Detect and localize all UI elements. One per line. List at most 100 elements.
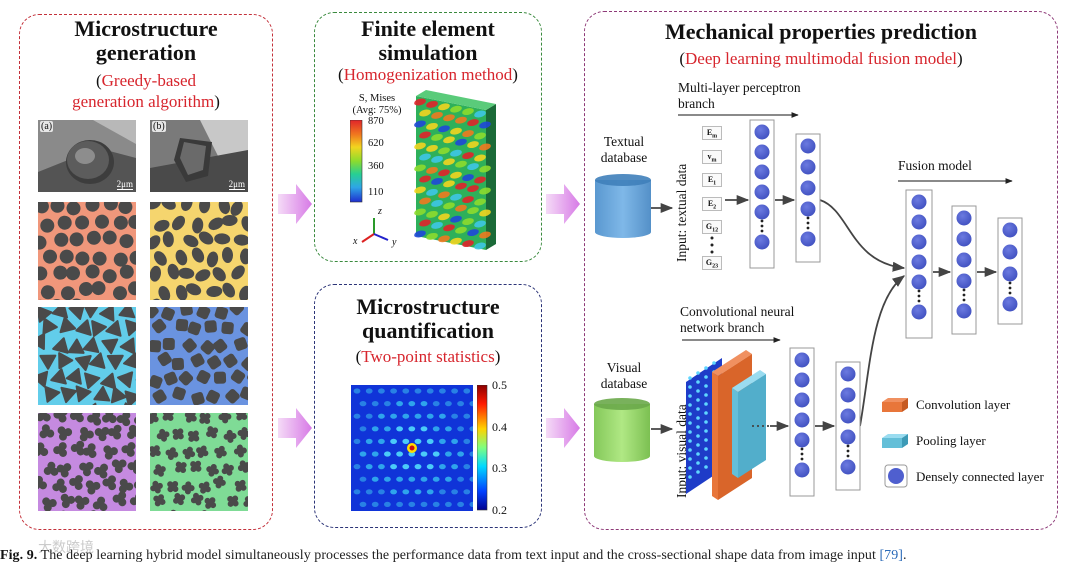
quant-subtitle: (Two-point statistics): [355, 347, 501, 366]
microstructure-panel-ellipse: [150, 202, 248, 300]
neuron: [754, 124, 770, 140]
two-point-statistics-map: [351, 385, 473, 511]
neuron: [794, 412, 810, 428]
fem-legend-title: S, Mises (Avg: 75%): [352, 93, 402, 116]
neuron: [794, 392, 810, 408]
neuron: [754, 144, 770, 160]
microstructure-panel-triangle: [38, 307, 136, 405]
neuron: [794, 372, 810, 388]
neuron: [800, 180, 816, 196]
cnn-feature-maps: [686, 350, 766, 500]
generation-title: Microstructure generation: [74, 16, 218, 65]
neuron: [840, 429, 856, 445]
neuron: [1002, 222, 1018, 238]
caption-figure-number: Fig. 9.: [0, 548, 38, 563]
neuron: [956, 231, 972, 247]
arrow-gen-to-quant: [278, 408, 312, 448]
mlp-layer-1: [749, 119, 775, 269]
legend-conv-label: Convolution layer: [916, 397, 1011, 412]
fusion-layer-1: [905, 189, 933, 339]
arrow-fem-to-pred: [546, 184, 580, 224]
fusion-layer-2: [951, 205, 977, 335]
caption-reference: [79]: [879, 548, 903, 563]
neuron: [800, 138, 816, 154]
neuron: [794, 352, 810, 368]
prediction-section-frame: [584, 11, 1058, 530]
textual-database-label: Textual database: [600, 134, 648, 165]
neuron: [754, 204, 770, 220]
input-parameter: vm: [702, 150, 722, 164]
neuron: [800, 201, 816, 217]
neuron: [1002, 266, 1018, 282]
neuron: [840, 366, 856, 382]
colorbar-tick: 0.4: [492, 420, 507, 434]
sem-image-b: (b) 2μm: [150, 120, 248, 192]
neuron: [754, 184, 770, 200]
neuron: [1002, 244, 1018, 260]
neuron: [911, 254, 927, 270]
generation-subtitle: (Greedy-based generation algorithm): [72, 71, 220, 111]
sem-b-tag: (b): [152, 121, 166, 132]
fem-title: Finite element simulation: [361, 16, 495, 65]
legend-dense-swatch: [884, 464, 908, 488]
neuron: [794, 432, 810, 448]
fem-stress-plate: [414, 90, 496, 250]
parameter-ellipsis: [710, 236, 714, 259]
neuron: [911, 214, 927, 230]
fem-axis-z: z: [378, 206, 382, 217]
fem-axis-triad: [361, 218, 389, 243]
watermark-text: 大数跨境: [38, 540, 94, 556]
generation-section-frame: [19, 14, 273, 530]
mlp-branch-label: Multi-layer perceptron branch: [678, 80, 801, 111]
sem-image-a: (a) 2μm: [38, 120, 136, 192]
legend-pool-swatch: [882, 434, 908, 448]
microstructure-panel-circle: [38, 202, 136, 300]
neuron: [911, 274, 927, 290]
colorbar-tick: 0.3: [492, 461, 507, 475]
fem-legend-tick: 870: [368, 116, 384, 127]
visual-database-cylinder: [594, 398, 650, 462]
neuron: [800, 159, 816, 175]
neuron: [840, 408, 856, 424]
fem-legend-tick: 360: [368, 161, 384, 172]
cnn-branch-label: Convolutional neural network branch: [680, 304, 795, 335]
input-parameter: E2: [702, 197, 722, 211]
fem-legend-tick: 620: [368, 138, 384, 149]
prediction-title: Mechanical properties prediction: [664, 19, 978, 44]
input-parameter: G23: [702, 256, 722, 270]
cnn-layer-1: [789, 347, 815, 497]
input-parameter: Em: [702, 126, 722, 140]
neuron: [956, 273, 972, 289]
caption-text: The deep learning hybrid model simultane…: [40, 548, 876, 563]
mlp-layer-2: [795, 133, 821, 263]
arrow-quant-to-pred: [546, 408, 580, 448]
cnn-layer-2: [835, 361, 861, 491]
textual-database-cylinder: [595, 174, 651, 238]
fem-axis-x: x: [353, 236, 358, 247]
fusion-model-label: Fusion model: [898, 158, 972, 173]
neuron: [911, 194, 927, 210]
prediction-network-diagram: [594, 112, 1023, 500]
fem-legend-tick: 110: [368, 187, 384, 198]
caption-end: .: [902, 548, 907, 563]
input-parameter: E1: [702, 173, 722, 187]
fem-section-frame: [314, 12, 542, 262]
figure-caption: Fig. 9. The deep learning hybrid model s…: [0, 548, 1080, 564]
legend-dense-label: Densely connected layer: [916, 469, 1044, 484]
legend-conv-swatch: [882, 398, 908, 412]
quant-section-frame: [314, 284, 542, 528]
quant-title: Microstructure quantification: [356, 294, 500, 343]
neuron: [956, 252, 972, 268]
sem-a-scale: 2μm: [116, 179, 133, 190]
fusion-layer-3: [997, 217, 1023, 325]
legend-pool-label: Pooling layer: [916, 433, 986, 448]
microstructure-panel-rounded-square: [150, 307, 248, 405]
fem-axis-y: y: [392, 237, 397, 248]
neuron: [754, 164, 770, 180]
two-point-colorbar: [477, 385, 488, 511]
visual-database-label: Visual database: [600, 360, 648, 391]
neuron: [956, 210, 972, 226]
sem-a-tag: (a): [40, 121, 54, 132]
prediction-subtitle: (Deep learning multimodal fusion model): [679, 49, 963, 68]
fem-subtitle: (Homogenization method): [338, 65, 518, 84]
